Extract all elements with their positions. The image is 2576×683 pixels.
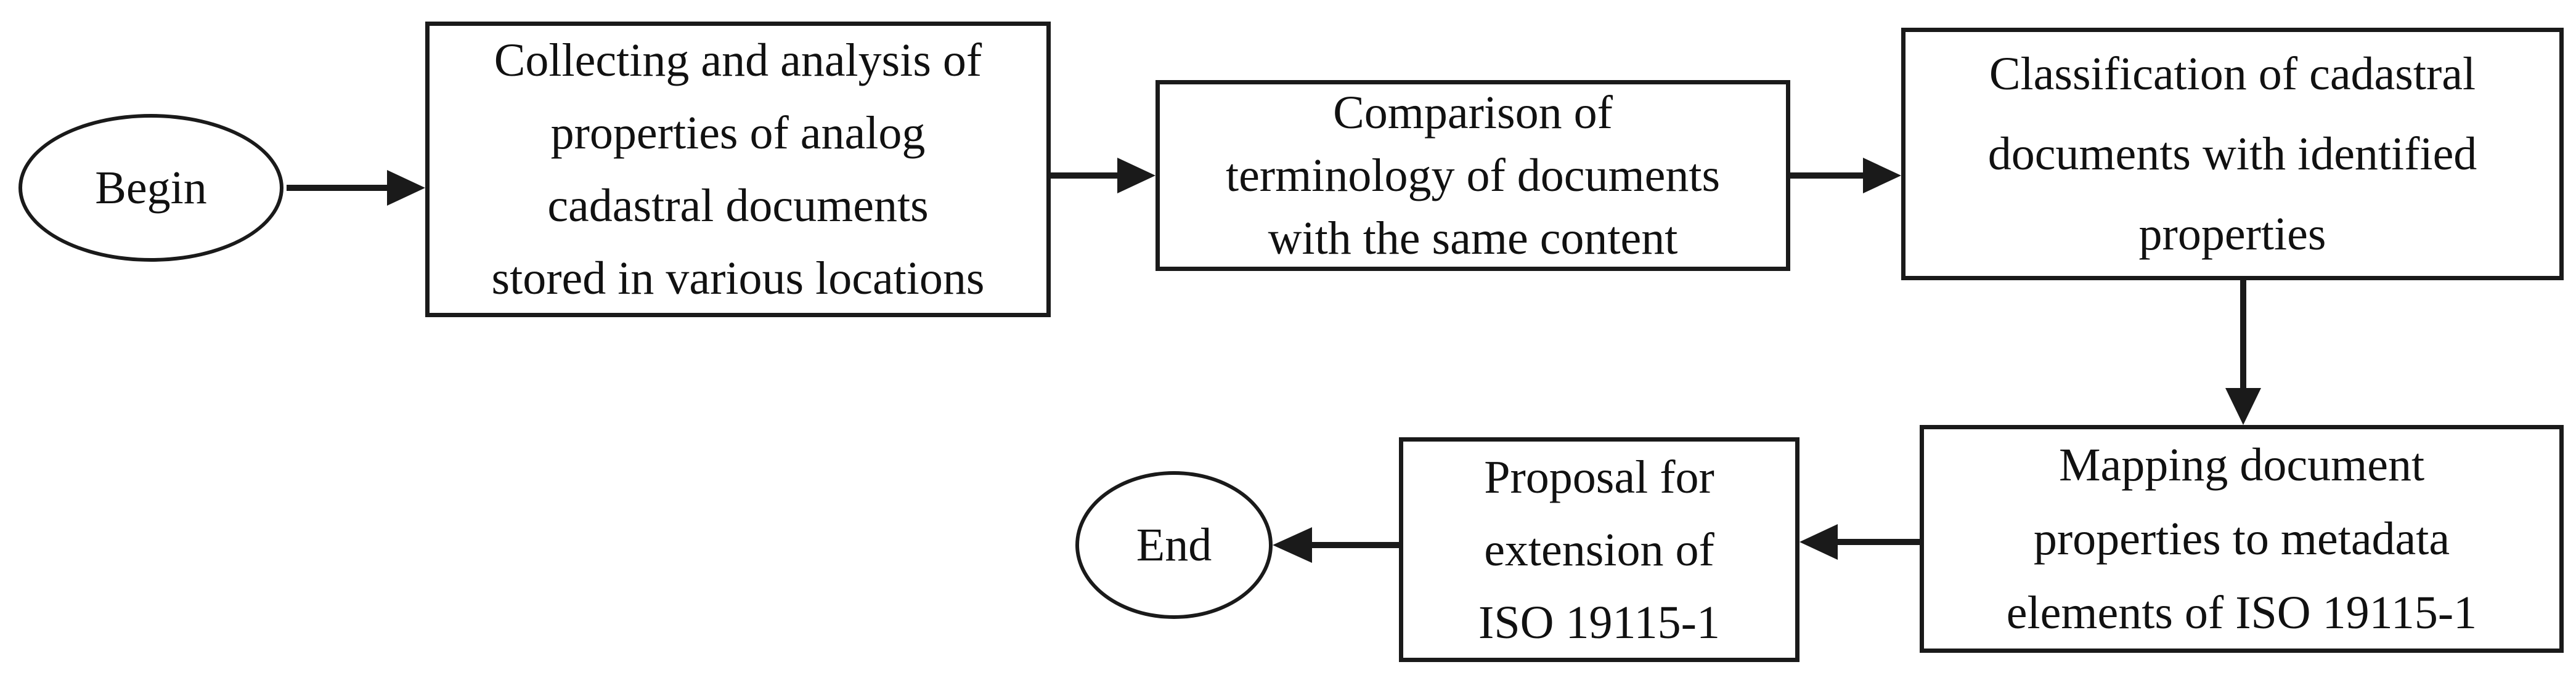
node-end: End	[1075, 471, 1273, 619]
node-mapping-properties-line3: elements of ISO 19115-1	[2006, 587, 2477, 639]
arrow-classify-to-mapping	[2225, 280, 2261, 425]
node-proposal-extension-line1: Proposal for	[1484, 451, 1714, 503]
node-begin: Begin	[18, 114, 283, 262]
arrow-proposal-to-end	[1273, 527, 1399, 563]
node-mapping-properties-line1: Mapping document	[2058, 439, 2425, 491]
node-collecting-analysis: Collecting and analysis of properties of…	[425, 22, 1051, 317]
node-comparison-terminology-line1: Comparison of	[1333, 87, 1613, 139]
node-proposal-extension-line2: extension of	[1484, 523, 1714, 576]
arrow-mapping-to-proposal	[1800, 524, 1920, 560]
node-proposal-extension-line3: ISO 19115-1	[1478, 596, 1720, 649]
node-classification-documents-line2: documents with identified	[1987, 128, 2477, 180]
node-comparison-terminology: Comparison of terminology of documents w…	[1156, 80, 1790, 271]
node-mapping-properties: Mapping document properties to metadata …	[1920, 425, 2564, 653]
node-collecting-analysis-line3: cadastral documents	[547, 180, 929, 232]
node-collecting-analysis-line4: stored in various locations	[491, 253, 985, 304]
arrow-compare-to-classify	[1790, 158, 1901, 193]
node-end-label: End	[1136, 519, 1212, 571]
node-collecting-analysis-line1: Collecting and analysis of	[494, 34, 982, 86]
node-proposal-extension: Proposal for extension of ISO 19115-1	[1399, 437, 1800, 662]
node-collecting-analysis-line2: properties of analog	[550, 107, 926, 159]
node-begin-label: Begin	[95, 161, 207, 214]
node-classification-documents-line1: Classification of cadastral	[1989, 48, 2476, 100]
node-classification-documents-line3: properties	[2138, 208, 2326, 260]
arrow-collect-to-compare	[1051, 158, 1156, 193]
node-mapping-properties-line2: properties to metadata	[2033, 513, 2450, 565]
node-comparison-terminology-line3: with the same content	[1268, 212, 1678, 264]
node-classification-documents: Classification of cadastral documents wi…	[1901, 28, 2564, 280]
node-comparison-terminology-line2: terminology of documents	[1225, 150, 1721, 201]
arrow-begin-to-collect	[287, 170, 425, 206]
